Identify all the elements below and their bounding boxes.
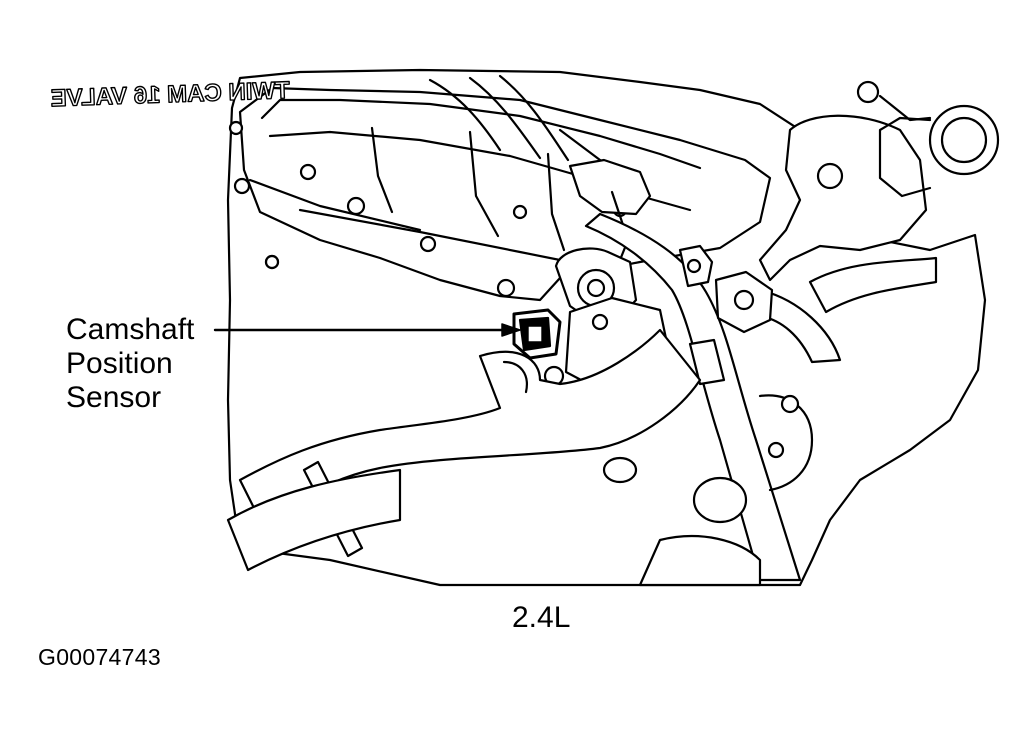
figure-id: G00074743 xyxy=(38,644,161,670)
engine-size-caption: 2.4L xyxy=(512,601,571,634)
mount-bracket xyxy=(758,114,928,282)
callout-line-1: Camshaft xyxy=(66,313,195,346)
coolant-hose xyxy=(238,328,702,522)
spark-plug-wires xyxy=(428,74,638,188)
callout-line-2: Position xyxy=(66,347,173,380)
callout-line-3: Sensor xyxy=(66,381,162,414)
lower-left-pipe xyxy=(226,468,402,572)
right-hose xyxy=(808,256,938,314)
coil-connector xyxy=(568,158,652,216)
callout-arrowhead xyxy=(501,323,521,337)
camshaft-sensor-callout: Camshaft Position Sensor xyxy=(66,313,194,415)
